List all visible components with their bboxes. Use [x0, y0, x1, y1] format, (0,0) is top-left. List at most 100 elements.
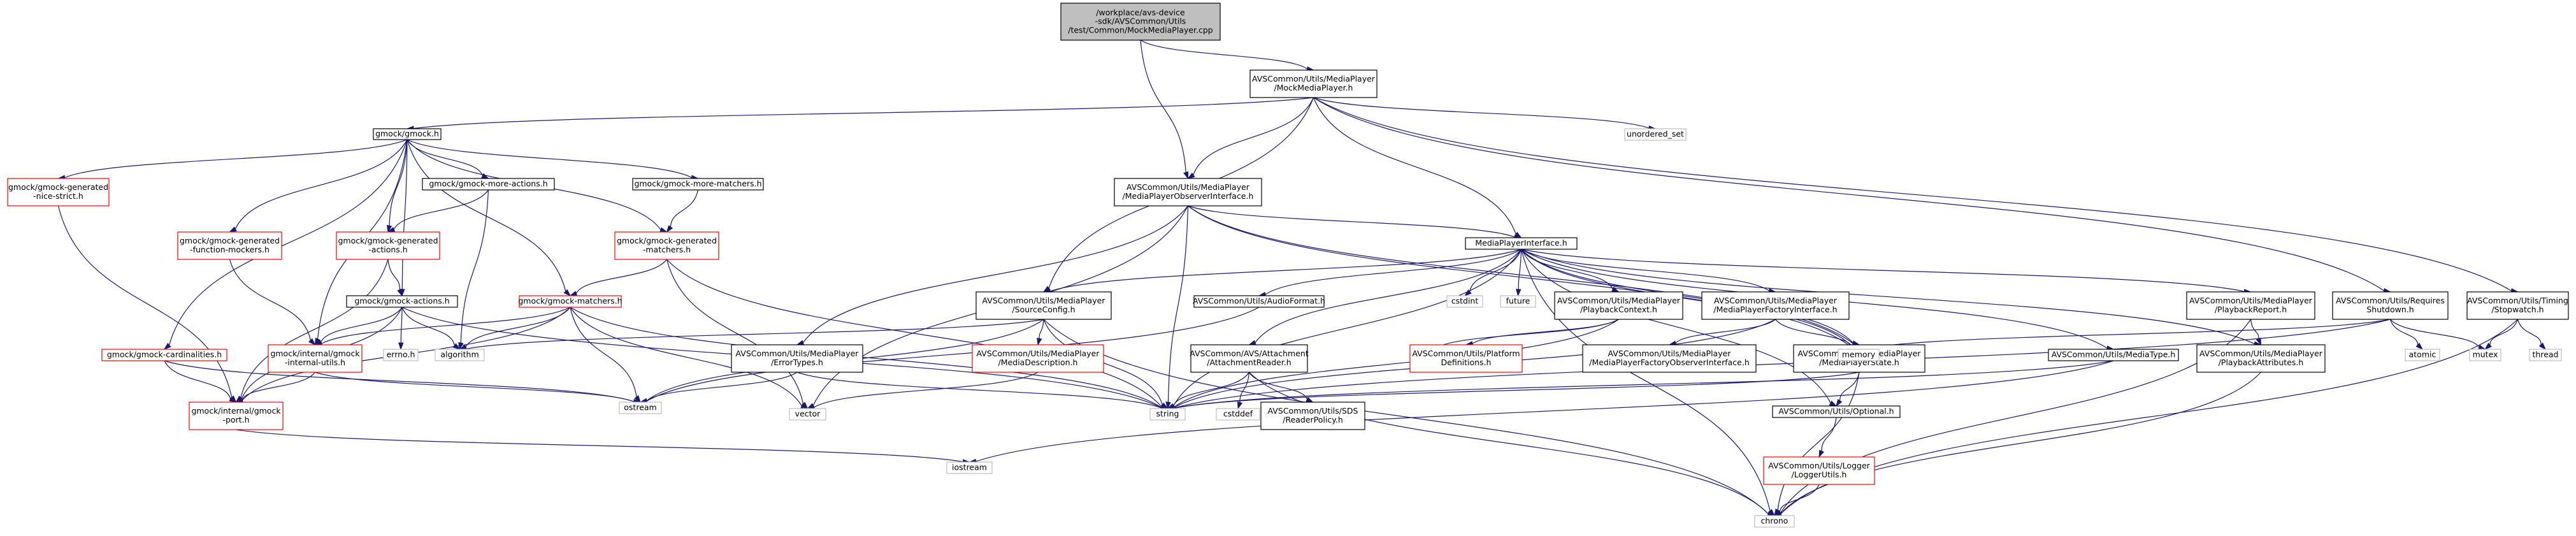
node-label-line: /Stopwatch.h: [2491, 305, 2544, 314]
node-box: [1554, 291, 1683, 320]
node-label-line: /test/Common/MockMediaPlayer.cpp: [1068, 25, 1213, 34]
edge-line: [1188, 205, 1515, 238]
edge-arrowhead: [308, 338, 316, 346]
node-label-line: gmock/gmock-generated: [180, 236, 280, 245]
node-label-line: MediaPlayerInterface.h: [1475, 238, 1567, 248]
edge-line: [1521, 249, 2255, 345]
node-label-line: AVSCommon/Utils/AudioFormat.h: [1193, 296, 1325, 306]
node-label-line: /MockMediaPlayer.h: [1274, 83, 1353, 92]
node-mediatype[interactable]: AVSCommon/Utils/MediaType.h: [2048, 349, 2179, 361]
node-morematchers[interactable]: gmock/gmock-more-matchers.h: [632, 178, 764, 191]
node-label-line: gmock/gmock-actions.h: [354, 296, 449, 306]
node-playbackcontext[interactable]: AVSCommon/Utils/MediaPlayer/PlaybackCont…: [1554, 291, 1683, 320]
node-box: [177, 231, 282, 260]
node-label-line: AVSCommon/Utils/MediaPlayer: [982, 296, 1106, 305]
edge-line: [1174, 372, 1860, 409]
node-sourceconfig[interactable]: AVSCommon/Utils/MediaPlayer/SourceConfig…: [975, 291, 1112, 320]
edge-cardinalities-to-gmockport: [164, 360, 237, 403]
node-moreactions[interactable]: gmock/gmock-more-actions.h: [422, 178, 555, 191]
node-playbackattributes[interactable]: AVSCommon/Utils/MediaPlayer/PlaybackAttr…: [2196, 344, 2326, 373]
node-box: [2529, 349, 2562, 361]
node-genmatchers[interactable]: gmock/gmock-generated-matchers.h: [614, 231, 719, 260]
edge-line: [400, 307, 403, 344]
node-audioformat[interactable]: AVSCommon/Utils/AudioFormat.h: [1193, 295, 1325, 308]
node-internalutils[interactable]: gmock/internal/gmock-internal-utils.h: [268, 344, 363, 373]
node-matchers[interactable]: gmock/gmock-matchers.h: [518, 295, 622, 308]
node-label-line: -nice-strict.h: [33, 191, 83, 201]
node-loggerutils[interactable]: AVSCommon/Utils/Logger/LoggerUtils.h: [1763, 456, 1875, 485]
edge-mpstate-to-optional: [1836, 372, 1860, 407]
node-label-line: /workplace/avs-device: [1096, 8, 1185, 17]
edge-arrowhead: [1829, 400, 1838, 407]
edge-line: [1188, 205, 1853, 349]
node-genactions[interactable]: gmock/gmock-generated-actions.h: [336, 231, 440, 260]
node-box: [2048, 349, 2179, 361]
node-label-line: -internal-utils.h: [285, 358, 345, 367]
edge-line: [1520, 249, 1831, 403]
node-label-line: cstdint: [1451, 296, 1479, 306]
node-mediadescription[interactable]: AVSCommon/Utils/MediaPlayer/MediaDescrip…: [972, 344, 1104, 373]
edge-line: [1174, 360, 2114, 409]
edge-line: [796, 372, 1162, 409]
node-optional[interactable]: AVSCommon/Utils/Optional.h: [1772, 405, 1901, 418]
node-box: [1260, 402, 1365, 430]
node-playbackreport[interactable]: AVSCommon/Utils/MediaPlayer/PlaybackRepo…: [2186, 291, 2315, 320]
edge-arrowhead: [1464, 289, 1472, 296]
node-mockmp[interactable]: AVSCommon/Utils/MediaPlayer/MockMediaPla…: [1249, 69, 1378, 98]
node-label-line: AVSCommon/Utils/Requires: [2336, 296, 2445, 305]
node-box: [2332, 291, 2449, 320]
node-root[interactable]: /workplace/avs-device-sdk/AVSCommon/Util…: [1060, 3, 1221, 41]
node-label-line: AVSCommon/Utils/SDS: [1268, 406, 1358, 416]
node-label-line: AVSCommon/Utils/MediaPlayer: [2189, 296, 2313, 305]
node-label-line: gmock/internal/gmock: [191, 406, 281, 416]
edge-line: [1864, 319, 2391, 350]
edge-actions-to-errno: [398, 307, 404, 351]
edge-errortypes-to-string: [796, 372, 1169, 411]
node-readerpolicy[interactable]: AVSCommon/Utils/SDS/ReaderPolicy.h: [1260, 402, 1365, 430]
edge-line: [1436, 319, 1619, 349]
node-errortypes[interactable]: AVSCommon/Utils/MediaPlayer/ErrorTypes.h: [731, 344, 863, 373]
edge-mpinterface-to-string: [1167, 249, 1522, 409]
edge-internalutils-to-ostream: [315, 372, 642, 405]
edge-line: [241, 372, 315, 400]
node-gmockport[interactable]: gmock/internal/gmock-port.h: [189, 402, 284, 430]
edge-line: [407, 139, 484, 176]
edge-line: [2389, 319, 2419, 345]
node-actions[interactable]: gmock/gmock-actions.h: [346, 295, 458, 308]
edge-actions-to-internalutils: [314, 307, 403, 345]
dependency-edges: [57, 40, 2547, 517]
edge-arrowhead: [163, 342, 171, 350]
edge-line: [1777, 372, 1860, 511]
edge-line: [1188, 205, 1853, 344]
edge-playbackreport-to-playbackattributes: [2250, 319, 2262, 346]
node-cardinalities[interactable]: gmock/gmock-cardinalities.h: [101, 349, 227, 361]
edge-matchers-to-ostream: [570, 307, 641, 403]
edge-attachmentreader-to-chrono: [1249, 372, 1776, 517]
edge-arrowhead: [2478, 344, 2486, 350]
edge-arrowhead: [1037, 337, 1042, 346]
node-label-line: vector: [795, 409, 821, 419]
node-factoryinterface[interactable]: AVSCommon/Utils/MediaPlayer/MediaPlayerF…: [1701, 291, 1850, 320]
node-mpinterface[interactable]: MediaPlayerInterface.h: [1465, 237, 1578, 250]
edge-gmock-to-matchers: [407, 139, 572, 297]
node-attachmentreader[interactable]: AVSCommon/AVS/Attachment/AttachmentReade…: [1190, 344, 1309, 373]
node-label-line: gmock/gmock-cardinalities.h: [107, 350, 222, 359]
node-gmock[interactable]: gmock/gmock.h: [373, 128, 442, 140]
edge-arrowhead: [2415, 342, 2424, 351]
node-box: [972, 344, 1104, 373]
edge-mpstate-to-chrono: [1774, 372, 1860, 517]
node-nicestrict[interactable]: gmock/gmock-generated-nice-strict.h: [7, 178, 110, 206]
node-label-line: AVSCommon/Utils/MediaPlayer: [1126, 182, 1250, 192]
node-stopwatch[interactable]: AVSCommon/Utils/Timing/Stopwatch.h: [2466, 291, 2569, 320]
node-factoryobserver[interactable]: AVSCommon/Utils/MediaPlayer/MediaPlayerF…: [1582, 344, 1757, 373]
edge-line: [1469, 249, 1522, 292]
edge-line: [1472, 319, 1619, 344]
edge-line: [646, 307, 1260, 402]
node-label-line: gmock/gmock-more-actions.h: [429, 179, 547, 189]
edge-line: [1140, 40, 1186, 173]
node-observer[interactable]: AVSCommon/Utils/MediaPlayer/MediaPlayerO…: [1114, 178, 1262, 206]
node-funcmockers[interactable]: gmock/gmock-generated-function-mockers.h: [177, 231, 282, 260]
